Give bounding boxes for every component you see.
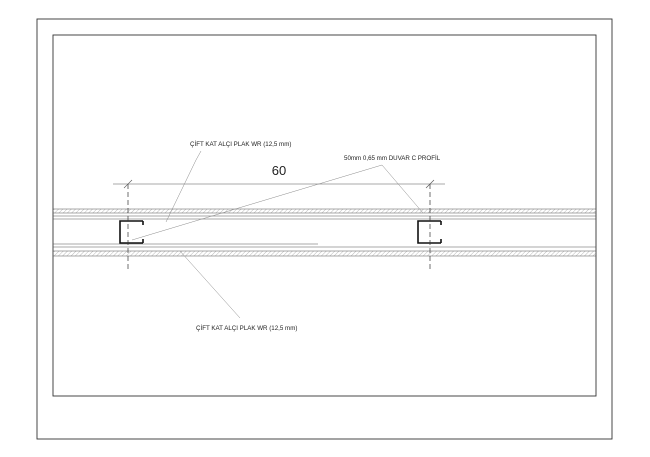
top-board-layers [53, 208, 596, 220]
label-top-board: ÇİFT KAT ALÇI PLAK WR (12,5 mm) [190, 141, 291, 148]
dimension-line [113, 179, 445, 189]
leader-bottom [179, 250, 241, 319]
label-c-profile: 50mm 0,65 mm DUVAR C PROFİL [344, 155, 441, 162]
outer-frame [36, 18, 613, 440]
label-bottom-board: ÇİFT KAT ALÇI PLAK WR (12,5 mm) [196, 325, 297, 332]
leader-profile [131, 164, 424, 241]
c-profile-right [417, 220, 442, 244]
dimension-value: 60 [272, 163, 286, 178]
leader-top [165, 150, 202, 223]
inner-frame [52, 34, 597, 397]
c-profile-left [119, 220, 144, 244]
bottom-board-layers [53, 243, 596, 257]
